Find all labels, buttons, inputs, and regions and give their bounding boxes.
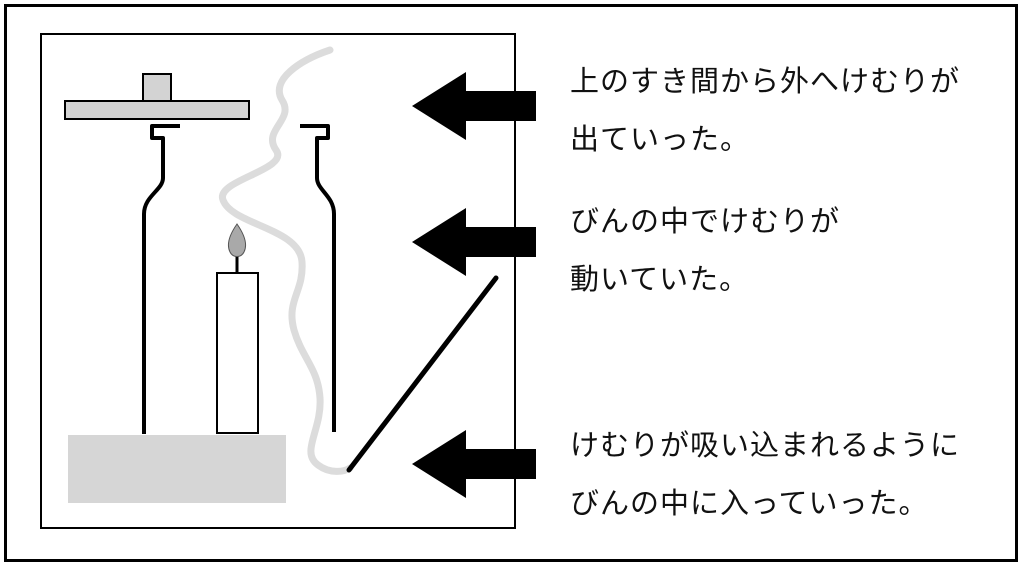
caption-middle: びんの中でけむりが 動いていた。: [570, 192, 840, 308]
outer-frame: [4, 4, 1018, 562]
smoke-trail: [219, 46, 354, 475]
caption-line: 動いていた。: [570, 262, 750, 296]
lid-plate: [64, 100, 250, 120]
bottle-left-wall: [142, 124, 180, 434]
base-block: [68, 435, 286, 503]
lid-knob: [142, 73, 172, 103]
caption-top: 上のすき間から外へけむりが 出ていった。: [570, 52, 960, 168]
flame-icon: [227, 223, 247, 257]
candle: [216, 272, 259, 434]
caption-line: けむりが吸い込まれるように: [570, 428, 961, 462]
caption-bottom: けむりが吸い込まれるように びんの中に入っていった。: [570, 416, 960, 532]
illustration-box: [40, 33, 516, 529]
caption-line: 出ていった。: [570, 122, 751, 156]
arrow-left-icon: [412, 430, 536, 498]
incense-stick: [346, 275, 499, 473]
caption-line: びんの中でけむりが: [570, 204, 841, 238]
caption-line: びんの中に入っていった。: [570, 486, 929, 520]
arrow-left-icon: [412, 72, 536, 140]
arrow-left-icon: [412, 208, 536, 276]
bottle-right-wall: [300, 124, 336, 432]
caption-line: 上のすき間から外へけむりが: [570, 64, 961, 98]
lid: [64, 73, 250, 120]
